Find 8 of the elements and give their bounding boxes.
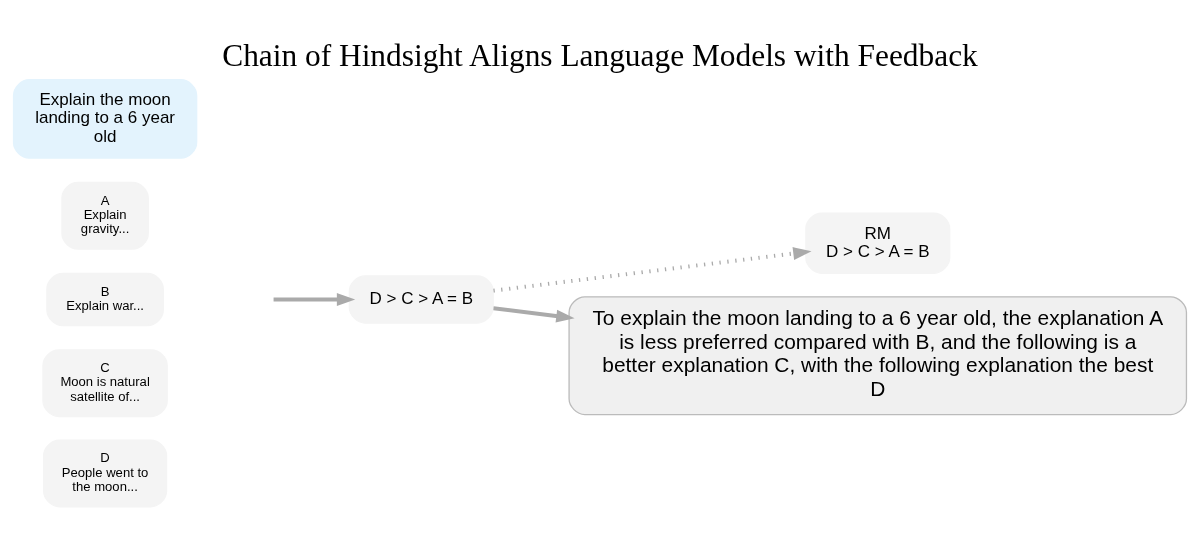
diagram-title: Chain of Hindsight Aligns Language Models with Feedback [222,37,978,73]
node-box: D > C > A = B [348,275,494,324]
arrow [493,306,575,323]
arrow [273,293,356,306]
node-box: Explain the moon landing to a 6 year old [12,79,198,159]
arrow [493,247,812,293]
node-box: RM D > C > A = B [805,212,951,274]
node-box: To explain the moon landing to a 6 year old, the explanation A is less preferred compared with B, and the following is a better explanation C, with the following explanation the best D [568,296,1188,416]
